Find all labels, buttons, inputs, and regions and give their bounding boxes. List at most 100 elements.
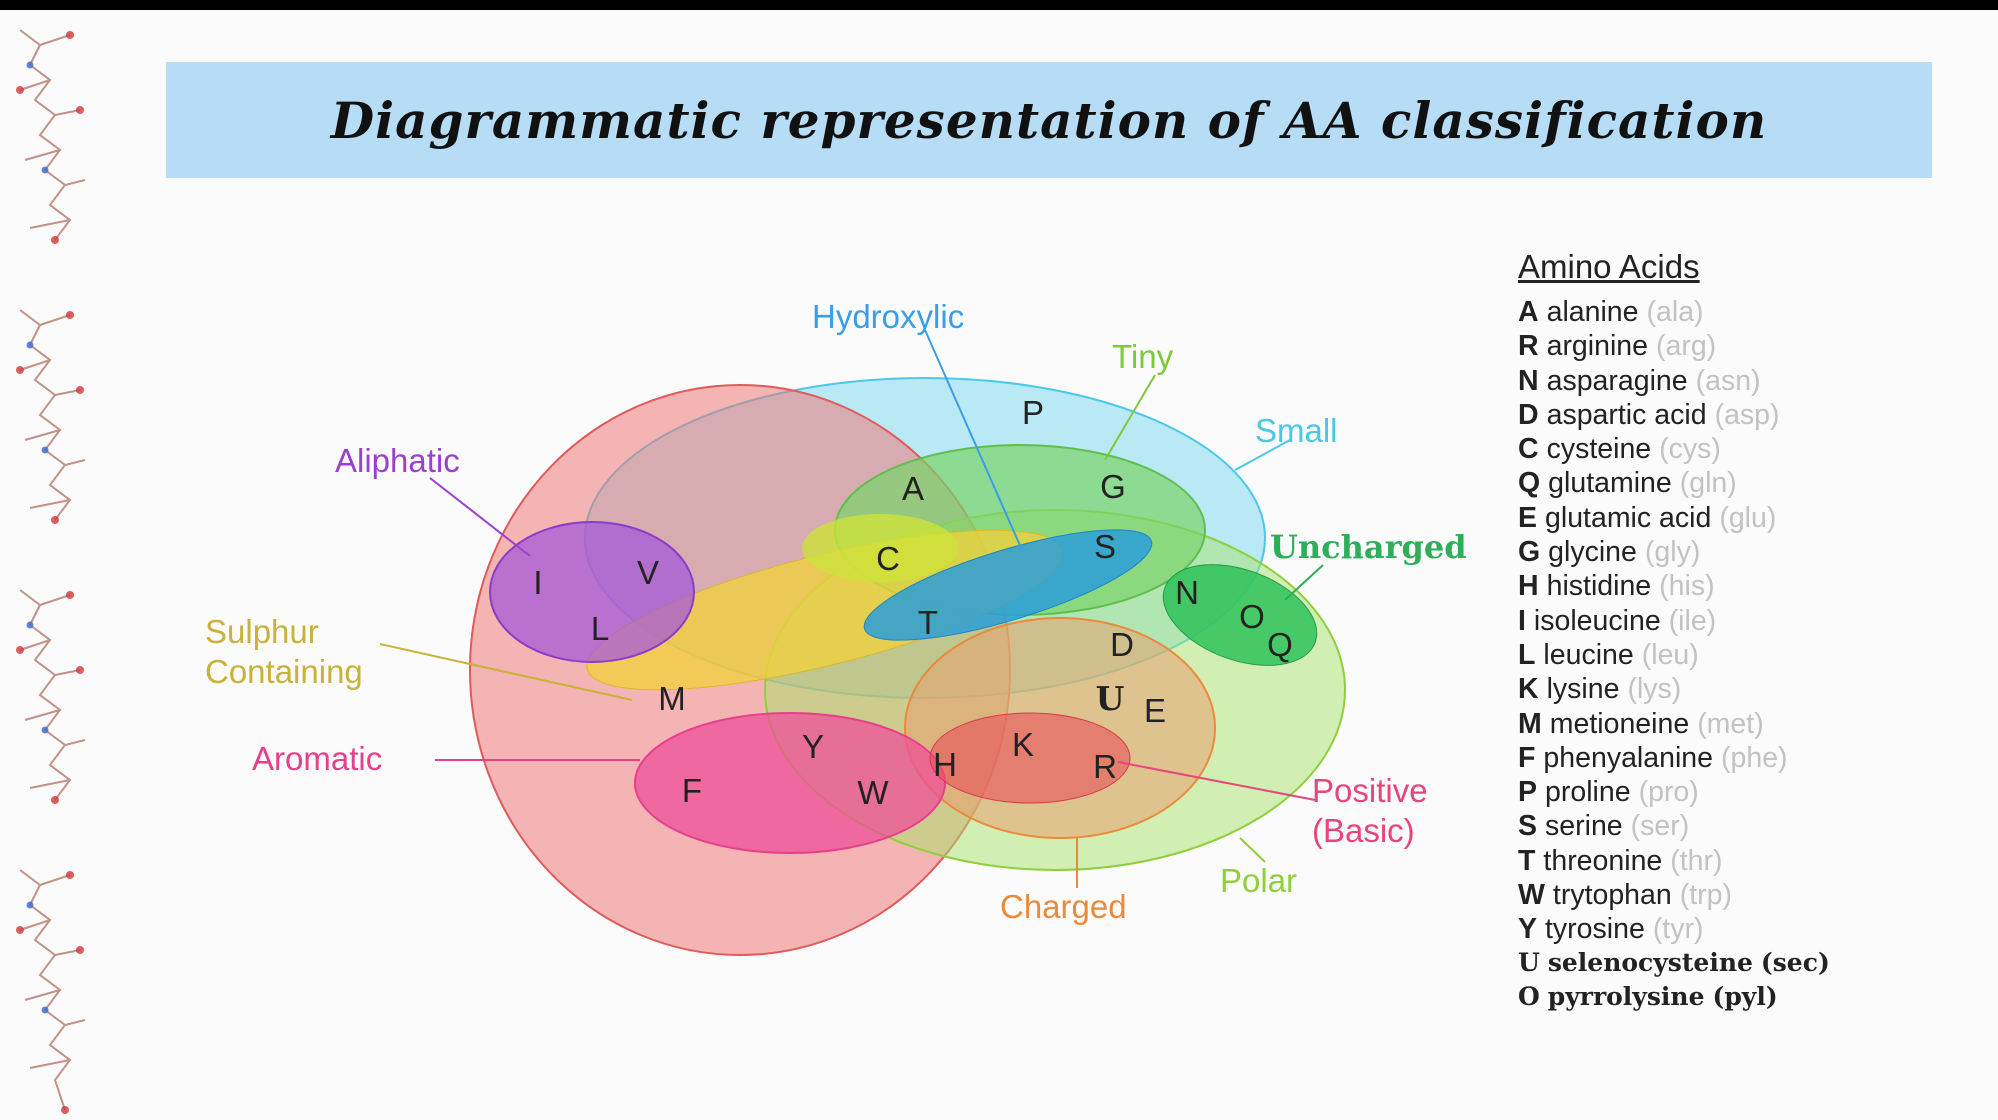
aa-L: L xyxy=(591,610,609,647)
label-uncharged: Uncharged xyxy=(1270,528,1467,566)
aa-Q: Q xyxy=(1267,626,1293,663)
aa-O: O xyxy=(1239,598,1265,635)
aa-A: A xyxy=(902,470,924,507)
legend-item-name: alanine xyxy=(1546,296,1639,328)
aa-M: M xyxy=(658,680,686,717)
set-hydroxylic xyxy=(863,529,1153,641)
legend-item-abbr: (cys) xyxy=(1659,433,1721,466)
legend-item-code: S xyxy=(1518,810,1538,843)
legend-item-abbr: (tyr) xyxy=(1652,913,1704,946)
leader-sulphur xyxy=(379,643,633,701)
legend-item-code: T xyxy=(1518,844,1536,877)
label-tiny: Tiny xyxy=(1112,338,1174,375)
aa-E: E xyxy=(1144,692,1166,729)
page-title: Diagrammatic representation of AA classi… xyxy=(330,90,1768,150)
legend-item-code: E xyxy=(1518,501,1538,534)
legend-item-code: G xyxy=(1518,536,1541,569)
aa-T: T xyxy=(918,604,938,641)
legend-item-abbr: (thr) xyxy=(1670,844,1723,877)
legend-heading: Amino Acids xyxy=(1518,248,1700,285)
legend-item-code: N xyxy=(1518,364,1539,397)
legend-item-abbr: (trp) xyxy=(1679,879,1732,912)
aa-G: G xyxy=(1100,468,1126,505)
legend-item-code: F xyxy=(1518,741,1536,774)
legend-item-abbr: (gln) xyxy=(1679,467,1737,500)
legend-item-code: R xyxy=(1518,330,1539,363)
leader-small xyxy=(1234,439,1291,471)
legend-item-name: serine xyxy=(1545,810,1623,843)
legend-item-name: phenyalanine xyxy=(1543,741,1713,774)
set-aromatic xyxy=(634,712,946,854)
legend-item-code: C xyxy=(1518,433,1539,466)
legend-item-abbr: (phe) xyxy=(1721,741,1788,774)
legend-item-name: trytophan xyxy=(1552,879,1672,912)
legend-item-abbr: (ile) xyxy=(1668,604,1717,637)
legend-item-name: cysteine xyxy=(1546,433,1652,466)
legend-item-code: H xyxy=(1518,570,1539,603)
legend-item-code: D xyxy=(1518,398,1539,431)
label-hydroxylic: Hydroxylic xyxy=(812,298,964,335)
legend-item-code: I xyxy=(1518,604,1526,637)
label-sulphur-line1: Sulphur xyxy=(205,613,319,650)
legend-item-abbr: (met) xyxy=(1697,707,1764,740)
legend-item-code: A xyxy=(1518,296,1539,328)
legend-item-code: W xyxy=(1518,879,1545,912)
legend-item-name: glutamic acid xyxy=(1545,501,1712,534)
aa-Y: Y xyxy=(802,728,824,765)
set-uncharged xyxy=(1162,564,1318,666)
label-aromatic: Aromatic xyxy=(252,740,382,777)
aa-H: H xyxy=(933,746,957,783)
legend-item-code: M xyxy=(1518,707,1542,740)
legend-item-code: K xyxy=(1518,673,1539,706)
leader-aliphatic xyxy=(429,477,531,557)
legend-item-name: isoleucine xyxy=(1533,604,1661,637)
legend-item-name: glutamine xyxy=(1548,467,1672,500)
legend-item-abbr: (ala) xyxy=(1646,296,1704,328)
leader-hydroxylic xyxy=(924,329,1023,551)
legend-item-code: L xyxy=(1518,638,1536,671)
set-positive xyxy=(929,712,1131,804)
legend-item-name: threonine xyxy=(1543,844,1663,877)
aa-K: K xyxy=(1012,726,1034,763)
aa-R: R xyxy=(1093,748,1117,785)
label-sulphur-line2: Containing xyxy=(205,653,363,690)
legend-item-abbr: (lys) xyxy=(1627,673,1682,706)
legend-item-abbr: (glu) xyxy=(1719,501,1777,534)
label-polar: Polar xyxy=(1220,862,1297,899)
aa-V: V xyxy=(637,554,659,591)
aa-U: U xyxy=(1096,679,1125,718)
label-positive-line2: (Basic) xyxy=(1312,812,1415,849)
legend-item-name: metioneine xyxy=(1549,707,1690,740)
legend-item-abbr: (ser) xyxy=(1630,810,1690,843)
set-cysteine-zone xyxy=(802,514,958,582)
set-aliphatic xyxy=(489,521,695,663)
label-aliphatic: Aliphatic xyxy=(335,442,460,479)
slide: Diagrammatic representation of AA classi… xyxy=(0,10,1998,1120)
legend-item-name: arginine xyxy=(1546,330,1648,363)
aa-S: S xyxy=(1094,528,1116,565)
legend-item-abbr: (his) xyxy=(1659,570,1715,603)
legend-item-abbr: (arg) xyxy=(1656,330,1717,363)
legend-item-name: asparagine xyxy=(1546,364,1688,397)
label-small: Small xyxy=(1255,412,1338,449)
leader-polar xyxy=(1239,837,1266,863)
legend-item-abbr: (gly) xyxy=(1644,536,1701,569)
legend-item-name: tyrosine xyxy=(1545,913,1645,946)
